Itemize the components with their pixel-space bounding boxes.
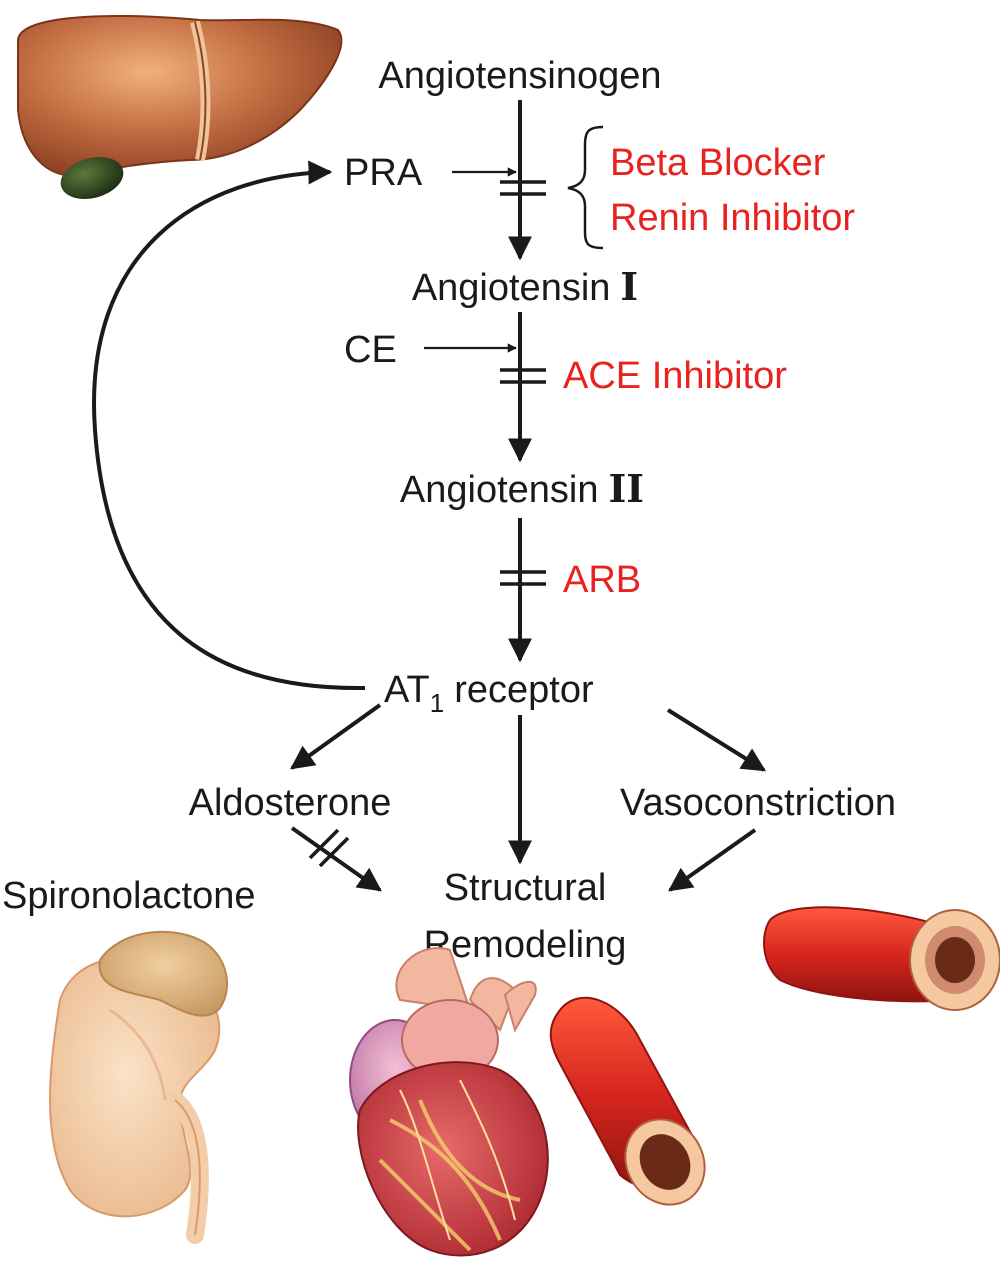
label-beta-blocker: Beta Blocker — [610, 142, 826, 184]
label-spironolactone: Spironolactone — [2, 875, 256, 917]
spironolactone-block-mark — [308, 828, 350, 868]
label-angiotensinogen: Angiotensinogen — [378, 55, 661, 97]
block-marks — [308, 180, 546, 868]
heart-illustration — [349, 947, 549, 1257]
arrow-vasoconstriction-to-remodeling — [668, 828, 757, 892]
renin-block-mark — [500, 180, 546, 196]
label-renin-inhibitor: Renin Inhibitor — [610, 197, 855, 239]
label-ce: CE — [344, 329, 397, 371]
label-structural: Structural — [444, 867, 607, 909]
ace-block-mark — [500, 368, 546, 384]
label-vasoconstriction: Vasoconstriction — [620, 782, 896, 824]
liver-illustration — [17, 15, 343, 200]
drug-brace — [567, 125, 604, 250]
label-remodeling: Remodeling — [424, 924, 627, 966]
artery-illustration — [549, 996, 706, 1206]
main-pathway-arrows — [92, 100, 767, 892]
label-arb: ARB — [563, 559, 641, 601]
label-aldosterone: Aldosterone — [189, 782, 392, 824]
vessel-cross-section-illustration — [763, 906, 1000, 1011]
arrow-at1-to-vasoconstriction — [666, 708, 767, 772]
label-ace-inhibitor: ACE Inhibitor — [563, 355, 787, 397]
arb-block-mark — [500, 570, 546, 586]
arrow-at1-to-aldosterone — [290, 703, 382, 770]
label-pra: PRA — [344, 152, 423, 194]
arrow-aldosterone-to-remodeling — [290, 826, 382, 892]
kidney-adrenal-illustration — [49, 930, 229, 1244]
feedback-arrow-at1-to-pra — [92, 160, 366, 691]
enzyme-arrows — [424, 167, 517, 353]
